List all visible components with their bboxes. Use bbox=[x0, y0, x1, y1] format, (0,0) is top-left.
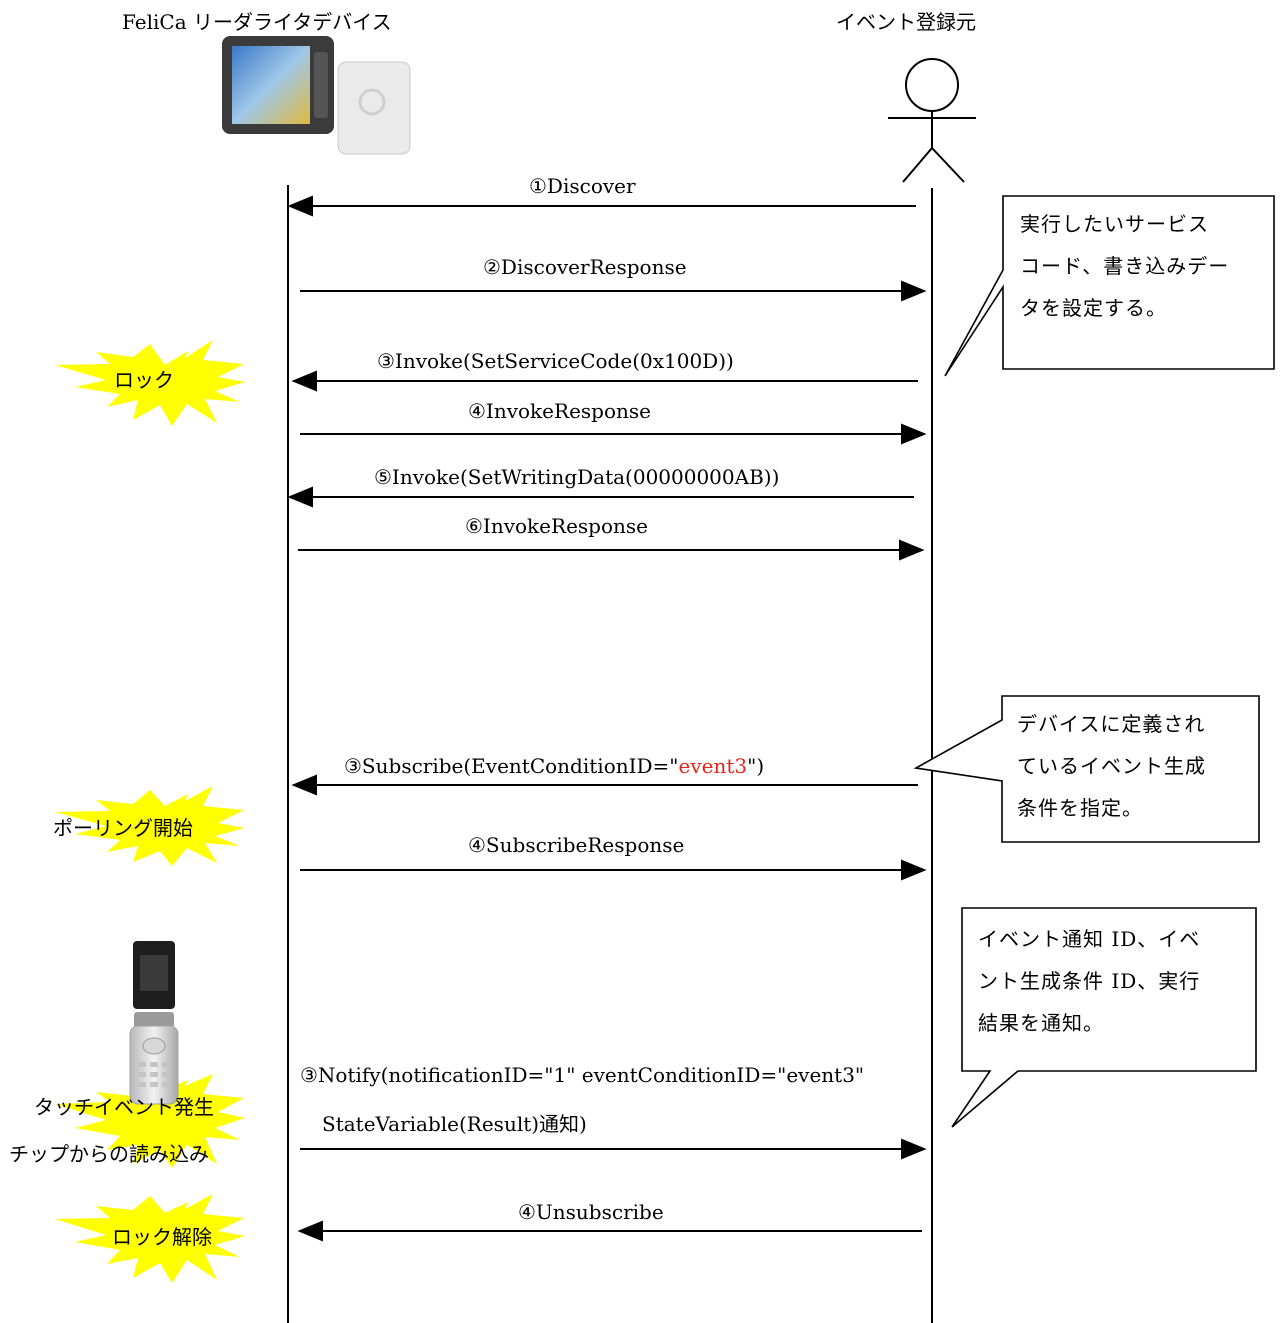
note-text-2: デバイスに定義され ているイベント生成 条件を指定。 bbox=[1017, 703, 1257, 829]
message-label-subscribe: ③Subscribe(EventConditionID="event3") bbox=[344, 756, 764, 776]
note-callout-1 bbox=[944, 195, 1275, 377]
message-label-invoke-writing-data: ⑤Invoke(SetWritingData(00000000AB)) bbox=[374, 465, 780, 489]
message-label-discover-response: ②DiscoverResponse bbox=[483, 255, 687, 279]
burst-touch-event bbox=[55, 1072, 245, 1168]
note-2-line-2: ているイベント生成 bbox=[1017, 754, 1206, 778]
message-label-unsubscribe: ④Unsubscribe bbox=[518, 1200, 664, 1224]
note-callout-2 bbox=[913, 695, 1260, 843]
note-3-line-2: ント生成条件 ID、実行 bbox=[978, 969, 1201, 993]
message-arrow-notify bbox=[300, 1138, 927, 1160]
note-2-line-1: デバイスに定義され bbox=[1017, 712, 1206, 736]
message-arrow-invoke-service-code bbox=[291, 370, 918, 392]
message-label-subscribe-response: ④SubscribeResponse bbox=[468, 833, 685, 857]
message-arrow-discover bbox=[287, 195, 916, 217]
message-arrow-unsubscribe bbox=[297, 1220, 922, 1242]
burst-label-lock-release: ロック解除 bbox=[112, 1225, 212, 1249]
note-callout-3 bbox=[951, 907, 1257, 1128]
note-1-line-2: コード、書き込みデー bbox=[1020, 254, 1230, 278]
note-text-3: イベント通知 ID、イベ ント生成条件 ID、実行 結果を通知。 bbox=[978, 918, 1250, 1044]
burst-lock bbox=[55, 340, 245, 426]
subscribe-event-id-highlight: event3 bbox=[678, 754, 748, 778]
stick-figure-actor-icon bbox=[888, 58, 976, 183]
message-arrow-subscribe bbox=[291, 774, 918, 796]
note-1-line-3: タを設定する。 bbox=[1020, 296, 1167, 320]
burst-polling-start bbox=[55, 786, 245, 866]
subscribe-label-prefix: ③Subscribe(EventConditionID=" bbox=[344, 754, 679, 778]
note-3-line-1: イベント通知 ID、イベ bbox=[978, 927, 1201, 951]
message-label-invoke-service-code: ③Invoke(SetServiceCode(0x100D)) bbox=[377, 349, 734, 373]
note-3-line-3: 結果を通知。 bbox=[978, 1011, 1104, 1035]
registrar-participant-title: イベント登録元 bbox=[836, 10, 976, 34]
burst-label-polling-start: ポーリング開始 bbox=[53, 816, 193, 840]
flip-phone-icon bbox=[129, 941, 179, 1105]
note-2-line-3: 条件を指定。 bbox=[1017, 796, 1143, 820]
burst-label-chip-read: チップからの読み込み bbox=[9, 1142, 209, 1166]
note-1-line-1: 実行したいサービス bbox=[1020, 212, 1209, 236]
message-arrow-invoke-response-2 bbox=[298, 539, 925, 561]
note-text-1: 実行したいサービス コード、書き込みデー タを設定する。 bbox=[1020, 203, 1270, 329]
message-arrow-invoke-writing-data bbox=[287, 486, 914, 508]
message-label-notify-line1: ③Notify(notificationID="1" eventConditio… bbox=[300, 1063, 865, 1087]
felica-reader-device-icon bbox=[222, 36, 411, 155]
burst-label-touch-event: タッチイベント発生 bbox=[34, 1095, 214, 1119]
burst-lock-release bbox=[55, 1194, 245, 1283]
burst-label-lock: ロック bbox=[114, 368, 174, 392]
message-label-notify-line2: StateVariable(Result)通知) bbox=[322, 1112, 587, 1136]
subscribe-label-suffix: ") bbox=[747, 754, 765, 778]
message-arrow-discover-response bbox=[300, 280, 927, 302]
message-arrow-subscribe-response bbox=[300, 859, 927, 881]
device-participant-title: FeliCa リーダライタデバイス bbox=[122, 10, 392, 34]
message-label-discover: ①Discover bbox=[529, 174, 636, 198]
message-label-invoke-response-1: ④InvokeResponse bbox=[468, 399, 651, 423]
message-arrow-invoke-response-1 bbox=[300, 423, 927, 445]
message-label-invoke-response-2: ⑥InvokeResponse bbox=[465, 514, 648, 538]
